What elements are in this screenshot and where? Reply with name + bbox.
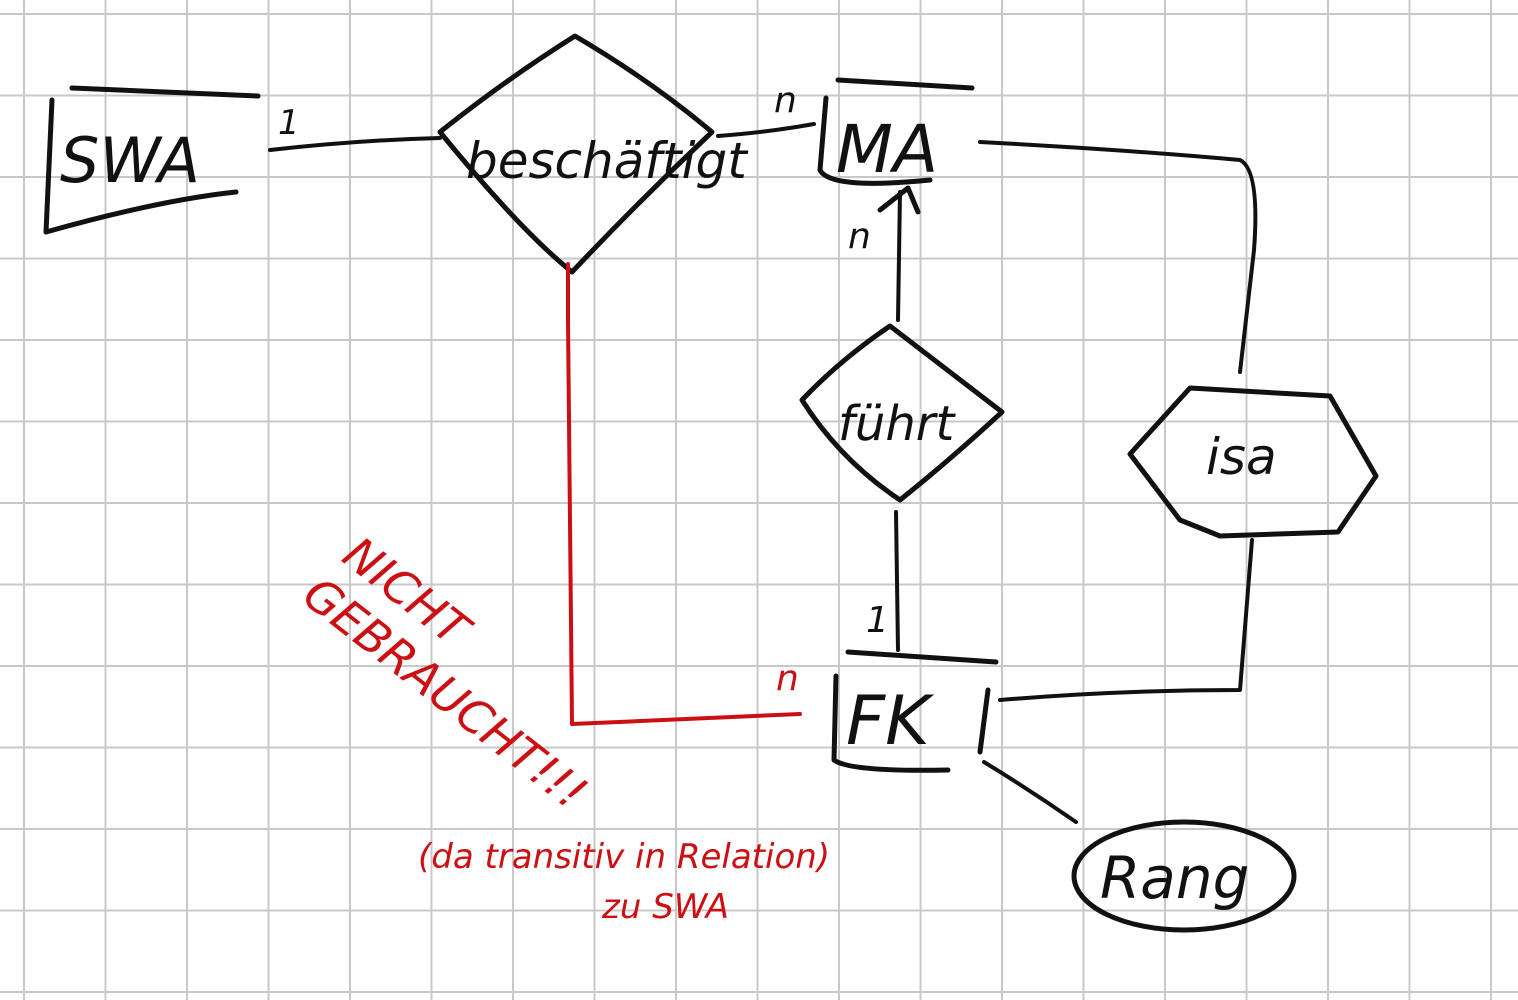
entity-swa-label: SWA [60, 124, 200, 197]
cardinality-beschaeftigt-ma: n [774, 80, 797, 121]
annotation-note-line1: (da transitiv in Relation) [418, 837, 830, 877]
relationship-fuehrt: führt [799, 323, 1005, 503]
entity-fk-label: FK [846, 682, 935, 761]
cardinality-swa-beschaeftigt: 1 [278, 103, 300, 143]
entity-fk: FK [831, 649, 999, 773]
cardinality-fuehrt-ma: n [848, 216, 871, 257]
entity-swa: SWA [43, 85, 261, 235]
relationship-fuehrt-label: führt [838, 396, 956, 452]
arrow-head-ma [877, 185, 921, 215]
line-fuehrt-ma [896, 190, 902, 322]
entity-ma-label: MA [836, 111, 938, 188]
line-fk-beschaeftigt-crossed [566, 262, 802, 726]
relationship-isa: isa [1127, 385, 1379, 539]
line-isa-fk [998, 538, 1254, 702]
relationship-beschaeftigt-label: beschäftigt [466, 132, 749, 190]
attribute-rang: Rang [1071, 819, 1297, 933]
annotation-note-line2: zu SWA [601, 887, 729, 927]
cardinality-fk-beschaeftigt: n [776, 658, 799, 699]
correction-not-needed: n NICHT GEBRAUCHT!!! (da transitiv in Re… [293, 262, 830, 927]
line-fk-rang [982, 760, 1078, 824]
line-ma-isa [978, 140, 1258, 374]
relationship-isa-label: isa [1206, 428, 1277, 486]
line-beschaeftigt-ma [716, 122, 816, 138]
entity-ma: MA [817, 77, 975, 188]
relationship-beschaeftigt: beschäftigt [437, 33, 749, 275]
attribute-rang-label: Rang [1100, 844, 1249, 912]
line-swa-beschaeftigt [268, 136, 442, 152]
line-fuehrt-fk [894, 510, 900, 652]
cardinality-fuehrt-fk: 1 [866, 600, 889, 641]
